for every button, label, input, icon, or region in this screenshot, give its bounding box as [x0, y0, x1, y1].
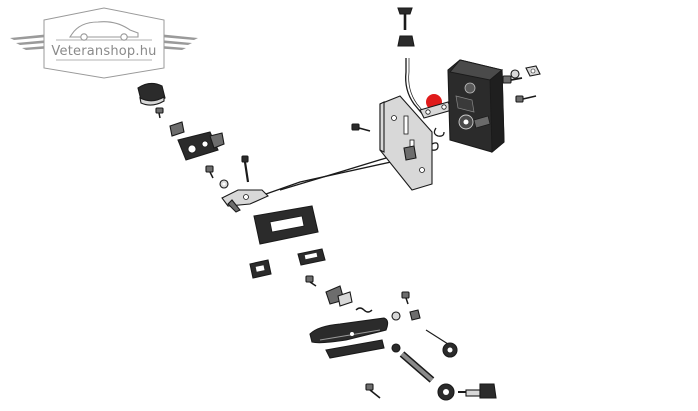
handle-gasket [253, 205, 319, 245]
logo-text: Veteranshop.hu [51, 44, 156, 59]
veteranshop-logo[interactable]: Veteranshop.hu [10, 7, 198, 79]
latch-hook-wire [433, 127, 445, 137]
latch-screw-2 [515, 95, 537, 103]
latch-washer-1 [510, 69, 520, 79]
latch-mounting-plate [379, 95, 433, 191]
latch-nut [525, 65, 541, 77]
lever-arm [221, 189, 269, 213]
rod-hook [431, 142, 439, 151]
small-nut [409, 309, 421, 321]
latch-screw-1 [502, 75, 523, 84]
washer-2 [391, 311, 401, 321]
handle-mounting-plate [177, 131, 225, 161]
long-pin [241, 155, 250, 183]
washer-1 [219, 179, 229, 189]
bowden-cable [405, 58, 425, 117]
bottom-screw [365, 383, 381, 399]
bracket-clip [169, 121, 185, 137]
handle-spring [355, 307, 373, 313]
small-gasket-right [297, 248, 326, 266]
lock-cylinder-upper [425, 329, 458, 358]
cable-grommet [397, 35, 415, 47]
handle-clip-b [337, 291, 353, 307]
small-screw-1 [155, 107, 164, 119]
small-screw-2 [205, 165, 214, 179]
handle-pin [401, 291, 410, 305]
key-icon [458, 383, 497, 399]
small-gasket-left [249, 259, 272, 279]
cable-end-bolt [397, 7, 413, 30]
bowden-cable-inner [408, 58, 428, 117]
rod-clip-center [403, 145, 417, 161]
plate-screw [351, 123, 371, 132]
small-screw-3 [305, 275, 317, 287]
outer-door-handle [309, 317, 389, 359]
handle-bolt [391, 343, 401, 353]
lock-cap-part [137, 82, 166, 106]
lock-cylinder-lower [399, 351, 455, 401]
logo-badge [43, 7, 165, 79]
door-latch-assembly [447, 59, 505, 153]
